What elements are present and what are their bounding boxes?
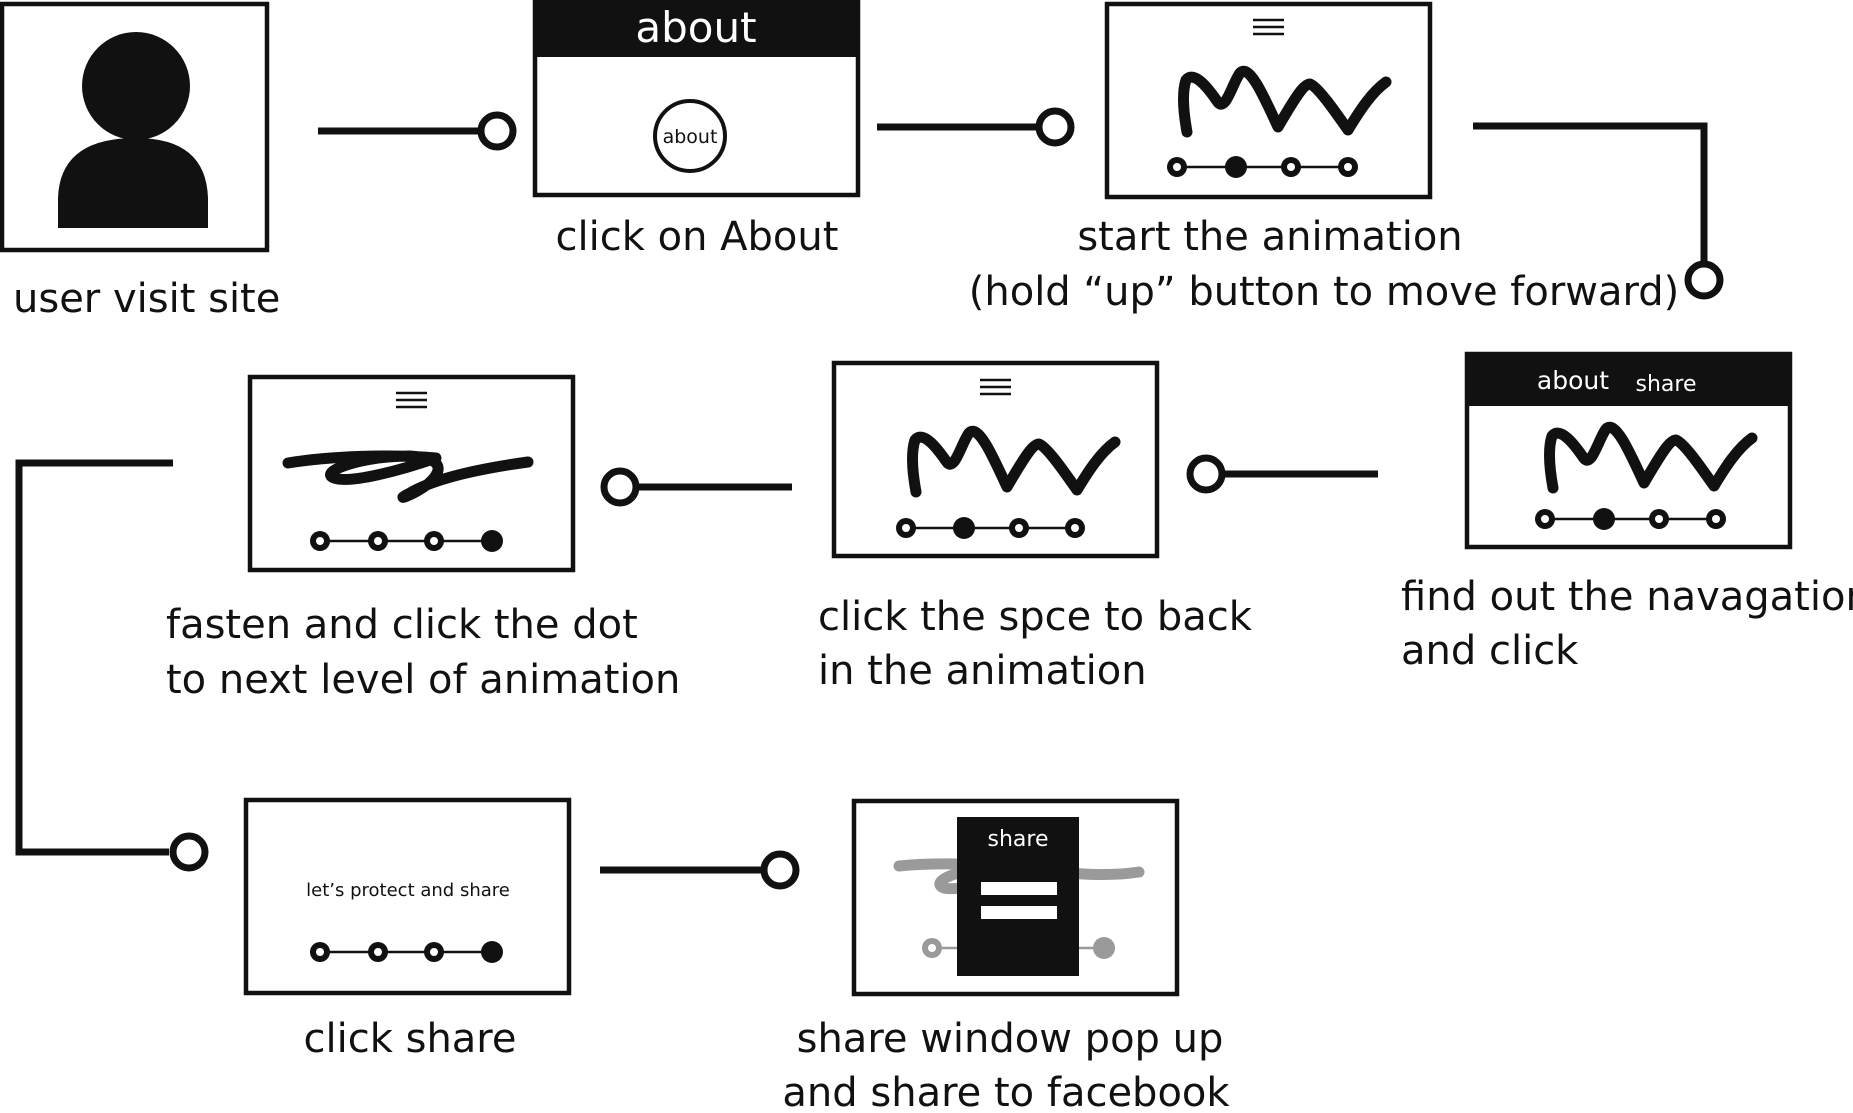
fasten-frame [247,374,576,573]
connector-line [15,459,173,856]
step-click-back: click the spce to back in the animation [818,360,1253,694]
caption-nav-line2: and click [1401,628,1579,674]
progress-timeline[interactable] [310,941,503,963]
caption-fasten-line1: fasten and click the dot [166,602,638,648]
caption-click-about: click on About [556,214,839,260]
share-option-button[interactable] [981,882,1057,895]
connector-end-icon [600,467,640,507]
caption-fasten-line2: to next level of animation [166,657,680,703]
progress-timeline[interactable] [1167,156,1358,178]
about-header-bar [535,2,858,57]
nav-header-bar [1467,354,1790,406]
step-user-visit: user visit site [0,1,280,322]
share-popup-title: share [988,827,1049,852]
connector-end-icon [477,111,517,151]
hamburger-menu-icon[interactable] [396,391,427,409]
caption-start-line2: (hold “up” button to move forward) [969,269,1679,315]
connector-end-icon [169,832,209,872]
progress-timeline[interactable] [1535,508,1726,530]
caption-click-share: click share [304,1016,517,1062]
caption-back-line2: in the animation [818,648,1147,694]
nav-about-link[interactable]: about [1537,366,1609,395]
share-popup-window[interactable]: share [957,817,1079,976]
progress-timeline[interactable] [310,530,503,552]
hamburger-menu-icon[interactable] [980,378,1011,396]
step-find-navigation: about share find out the navagation and … [1401,351,1853,674]
about-header-label: about [635,3,756,52]
connector-line [1473,122,1708,263]
connector-end-icon [1035,107,1075,147]
animation-squiggle [282,450,534,503]
share-option-button[interactable] [981,906,1057,919]
about-button[interactable] [653,99,727,173]
step-fasten-dot: fasten and click the dot to next level o… [166,374,680,703]
connector-end-icon [1186,454,1226,494]
caption-start-line1: start the animation [1077,214,1462,260]
connector-end-icon [760,850,800,890]
animation-squiggle [1178,65,1392,138]
nav-share-link[interactable]: share [1636,372,1697,397]
user-avatar-icon [58,32,208,228]
caption-nav-line1: find out the navagation [1401,574,1853,620]
step-click-about: about about click on About [532,0,861,260]
caption-popup-line2: and share to facebook [782,1070,1230,1113]
step-share-popup: share share window pop up and share to f… [782,798,1230,1113]
animation-squiggle [1544,421,1758,494]
hamburger-menu-icon[interactable] [1253,18,1284,36]
caption-back-line1: click the spce to back [818,594,1253,640]
caption-popup-line1: share window pop up [797,1016,1224,1062]
protect-share-message: let’s protect and share [306,880,510,901]
caption-user-visit: user visit site [13,276,280,322]
connector-end-icon [1684,260,1724,300]
step-click-share: let’s protect and share click share [243,797,572,1062]
progress-timeline[interactable] [896,517,1085,539]
step-start-animation: start the animation (hold “up” button to… [969,1,1679,315]
share-frame [243,797,572,996]
animation-squiggle [907,425,1121,498]
about-button-label: about [663,126,718,148]
